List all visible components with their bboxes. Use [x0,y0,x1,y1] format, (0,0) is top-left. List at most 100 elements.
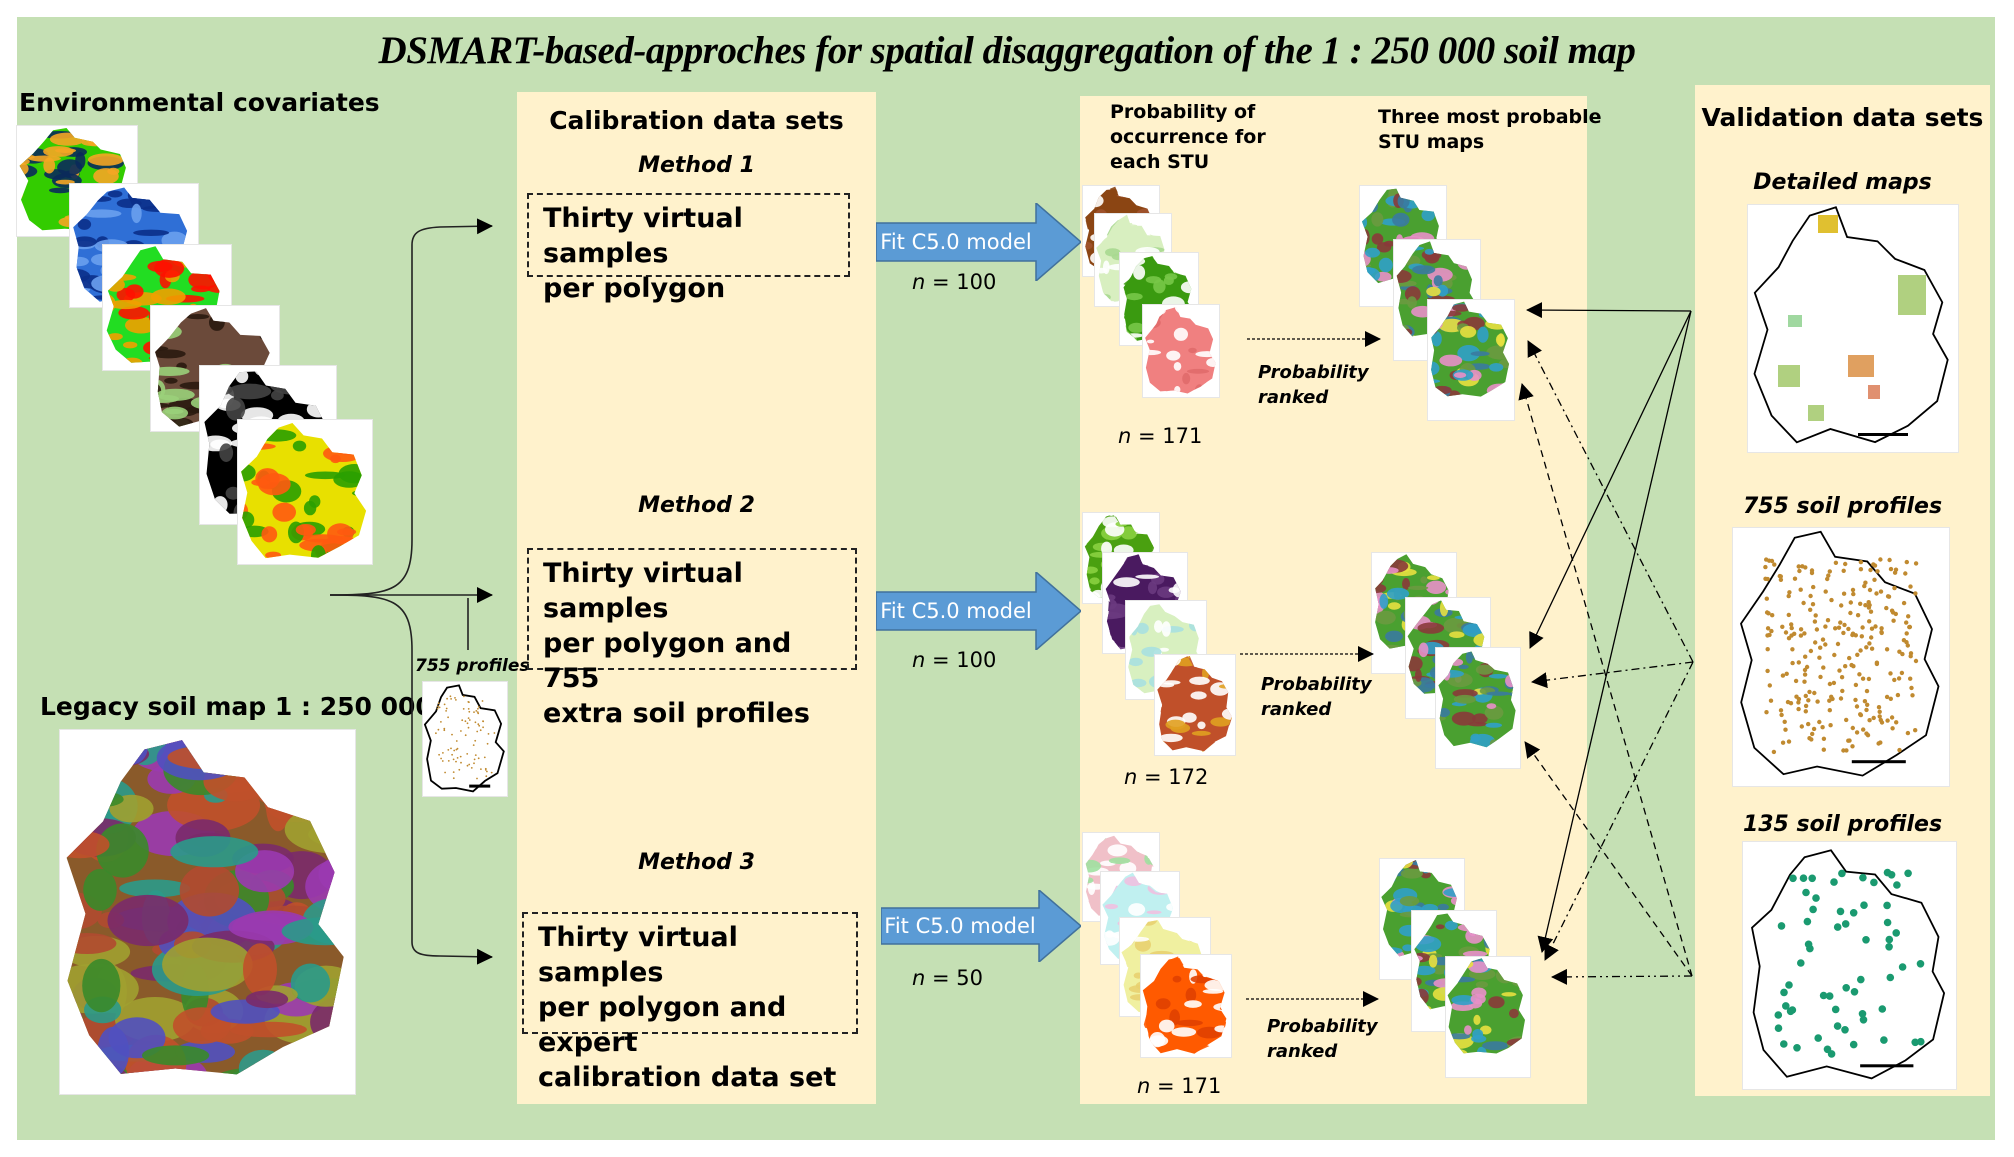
sample-point [1814,1034,1822,1042]
sample-point [1885,718,1890,723]
stu-maps-heading: Three most probable STU maps [1378,105,1602,155]
sample-point [473,762,475,765]
sample-point [1875,569,1880,574]
sample-point [1883,918,1892,927]
ranked-line-2: ranked [1267,1041,1338,1062]
sample-point [1850,744,1855,749]
sample-point [1906,614,1911,619]
sample-point [1900,651,1905,657]
ranked-line-2: ranked [1258,387,1329,408]
sample-point [474,754,477,756]
probability-heading-line-1: Probability of [1110,101,1256,123]
sample-point [1820,637,1826,642]
sample-point [452,758,455,761]
sample-point [1841,748,1846,753]
sample-point [1885,935,1894,944]
fit-model-arrow-2: Fit C5.0 model [876,572,1081,650]
sample-point [1910,693,1915,698]
sample-point [1859,873,1867,882]
sample-point [1883,868,1892,877]
sample-point [1895,692,1901,698]
sample-point [1782,1002,1790,1010]
sample-point [1796,564,1801,569]
sample-point [1764,557,1769,562]
sample-point [447,749,450,751]
sample-point [466,722,469,725]
sample-point [1888,671,1893,676]
sample-point [1823,589,1828,594]
sample-point [449,695,452,698]
sample-point [1858,648,1863,653]
sample-point [1777,573,1782,579]
sample-point [1793,1044,1801,1052]
sample-point [464,734,467,737]
sample-point [1818,674,1823,680]
method-3-label: Method 3 [638,850,755,875]
sample-point [1794,694,1799,699]
sample-point [1917,1037,1925,1046]
sample-point [1892,677,1897,683]
sample-point [1869,626,1875,631]
sample-point [1803,693,1808,699]
sample-point [1886,973,1895,982]
ranked-line-1: Probability [1267,1016,1378,1037]
sample-point [1864,731,1869,736]
fit-model-label-2: Fit C5.0 model [880,599,1032,623]
sample-point [456,757,459,759]
legacy-soil-map [60,730,355,1094]
sample-point [1908,676,1913,681]
sample-point [1890,726,1895,731]
sample-point [1855,613,1861,618]
n-result-2: n = 172 [1124,765,1208,789]
sample-point [1904,640,1909,645]
sample-point [480,768,482,770]
sample-point [1796,660,1801,665]
method-2-line-3: extra soil profiles [543,698,810,729]
sample-point [1765,633,1770,638]
sample-point [436,707,439,710]
sample-point [1813,613,1818,618]
sample-point [468,710,471,713]
n-result-1: n = 171 [1118,424,1202,448]
probability-ranked-label-1: Probability ranked [1258,360,1369,410]
detailed-map-patch [1848,355,1874,377]
sample-point [1808,593,1813,599]
sample-point [1889,715,1895,720]
detailed-map-patch [1818,215,1838,233]
sample-point [1789,622,1794,627]
sample-point [1788,1006,1797,1014]
legacy-map-heading: Legacy soil map 1 : 250 000 [40,692,433,721]
sample-point [1877,714,1882,719]
sample-point [467,708,470,710]
sample-point [1888,696,1893,701]
sample-point [1853,697,1858,703]
sample-point [1899,670,1905,676]
sample-point [1884,605,1889,611]
sample-point [1859,634,1864,639]
sample-point [1888,566,1894,572]
sample-point [1874,591,1879,596]
validation-map-755-profiles [1733,528,1949,786]
sample-point [1862,583,1867,589]
stu-heading-line-2: STU maps [1378,131,1485,153]
sample-point [437,702,440,705]
sample-point [1812,619,1818,624]
stu-heading-line-1: Three most probable [1378,106,1602,128]
sample-point [1786,593,1791,599]
sample-point [1859,1016,1868,1024]
sample-point [1869,646,1875,651]
diagram-title: DSMART-based-approches for spatial disag… [378,29,1636,72]
sample-point [1792,576,1798,581]
sample-point [1827,698,1832,703]
sample-point [1862,936,1870,944]
sample-point [468,719,471,721]
sample-point [1833,923,1842,931]
sample-point [1818,645,1823,650]
sample-point [1804,940,1813,949]
sample-point [1857,975,1865,984]
sample-point [1877,709,1882,714]
sample-point [473,711,475,713]
sample-point [1911,1038,1919,1047]
sample-point [1796,700,1801,705]
sample-point [476,777,478,780]
